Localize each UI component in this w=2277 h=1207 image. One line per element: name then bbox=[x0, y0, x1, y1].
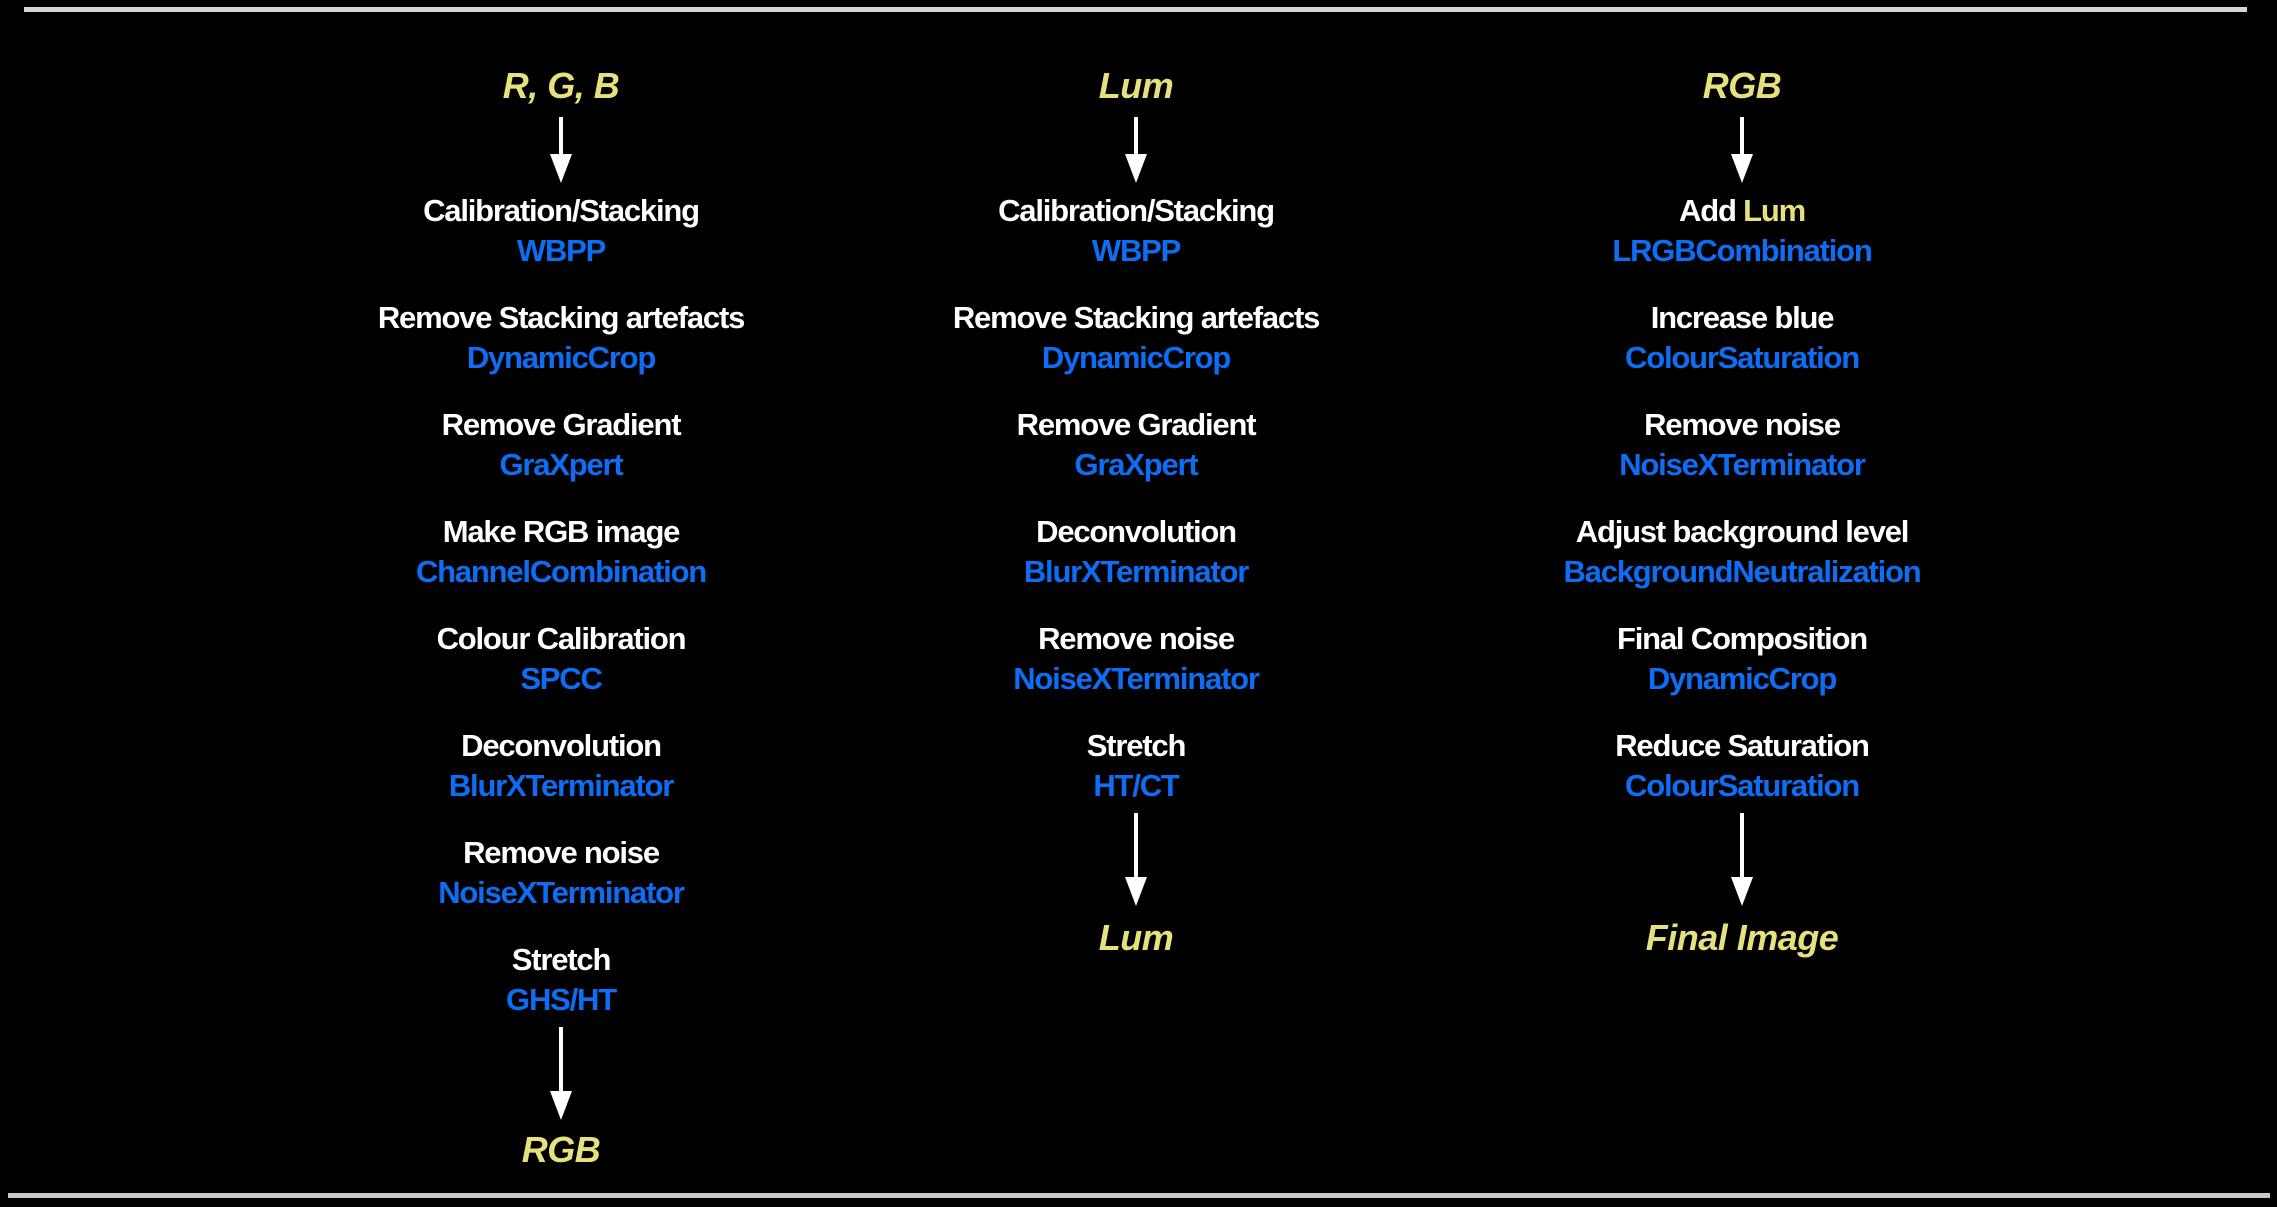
step-label: Stretch bbox=[1086, 728, 1187, 763]
column-footer: Lum bbox=[1098, 917, 1174, 958]
step-tool: BlurXTerminator bbox=[448, 768, 674, 803]
step-label: Remove Gradient bbox=[1016, 407, 1257, 442]
step-tool: GraXpert bbox=[499, 447, 623, 482]
step-tool: GHS/HT bbox=[506, 982, 617, 1017]
step-tool: DynamicCrop bbox=[1041, 340, 1232, 375]
arrow-down-icon bbox=[1731, 117, 1753, 183]
bottom-divider bbox=[8, 1193, 2270, 1198]
step-label: Remove Gradient bbox=[441, 407, 682, 442]
step-tool: BackgroundNeutralization bbox=[1563, 554, 1921, 589]
step-label: Add Lum bbox=[1462, 189, 2022, 233]
top-divider bbox=[24, 7, 2247, 12]
step-tool: NoiseXTerminator bbox=[1013, 661, 1260, 696]
step-label: Remove Stacking artefacts bbox=[952, 300, 1320, 335]
column-rgb-combine: RGB Add Lum LRGBCombination Increase blu… bbox=[1462, 0, 2022, 1207]
step-tool: NoiseXTerminator bbox=[1619, 447, 1866, 482]
step-tool: NoiseXTerminator bbox=[438, 875, 685, 910]
step-label: Reduce Saturation bbox=[1615, 728, 1870, 763]
column-header: RGB bbox=[1702, 65, 1782, 106]
step-tool: DynamicCrop bbox=[1647, 661, 1838, 696]
step-label-text: Add bbox=[1679, 193, 1737, 228]
step-label-accent: Lum bbox=[1743, 193, 1806, 228]
step-tool: DynamicCrop bbox=[466, 340, 657, 375]
step-label: Remove Stacking artefacts bbox=[377, 300, 745, 335]
step-label: Make RGB image bbox=[442, 514, 681, 549]
step-label: Increase blue bbox=[1650, 300, 1835, 335]
step-tool: SPCC bbox=[520, 661, 603, 696]
step-label: Stretch bbox=[511, 942, 612, 977]
step-label: Adjust background level bbox=[1575, 514, 1910, 549]
step-label: Deconvolution bbox=[1036, 514, 1237, 549]
step-tool: WBPP bbox=[516, 233, 606, 268]
step-label: Remove noise bbox=[463, 835, 660, 870]
step-label: Colour Calibration bbox=[436, 621, 687, 656]
column-footer: Final Image bbox=[1645, 917, 1839, 958]
step-label: Remove noise bbox=[1038, 621, 1235, 656]
column-header: R, G, B bbox=[502, 65, 620, 106]
column-lum-channel: Lum Calibration/Stacking WBPP Remove Sta… bbox=[856, 0, 1416, 1207]
step-tool: GraXpert bbox=[1074, 447, 1198, 482]
step-tool: LRGBCombination bbox=[1612, 233, 1872, 268]
step-tool: ColourSaturation bbox=[1625, 768, 1860, 803]
step-label: Final Composition bbox=[1617, 621, 1868, 656]
step-label: Remove noise bbox=[1644, 407, 1841, 442]
arrow-down-icon bbox=[550, 117, 572, 183]
step-label: Calibration/Stacking bbox=[998, 193, 1275, 228]
step-tool: WBPP bbox=[1091, 233, 1181, 268]
arrow-down-icon bbox=[1125, 117, 1147, 183]
column-rgb-channels: R, G, B Calibration/Stacking WBPP Remove… bbox=[281, 0, 841, 1207]
step-tool: BlurXTerminator bbox=[1023, 554, 1249, 589]
step-tool: ColourSaturation bbox=[1625, 340, 1860, 375]
step-tool: ChannelCombination bbox=[415, 554, 707, 589]
step-tool: HT/CT bbox=[1093, 768, 1179, 803]
column-header: Lum bbox=[1098, 65, 1174, 106]
arrow-down-icon bbox=[550, 1027, 572, 1120]
step-label: Calibration/Stacking bbox=[423, 193, 700, 228]
arrow-down-icon bbox=[1731, 813, 1753, 906]
step-label: Deconvolution bbox=[461, 728, 662, 763]
column-footer: RGB bbox=[521, 1129, 601, 1170]
arrow-down-icon bbox=[1125, 813, 1147, 906]
